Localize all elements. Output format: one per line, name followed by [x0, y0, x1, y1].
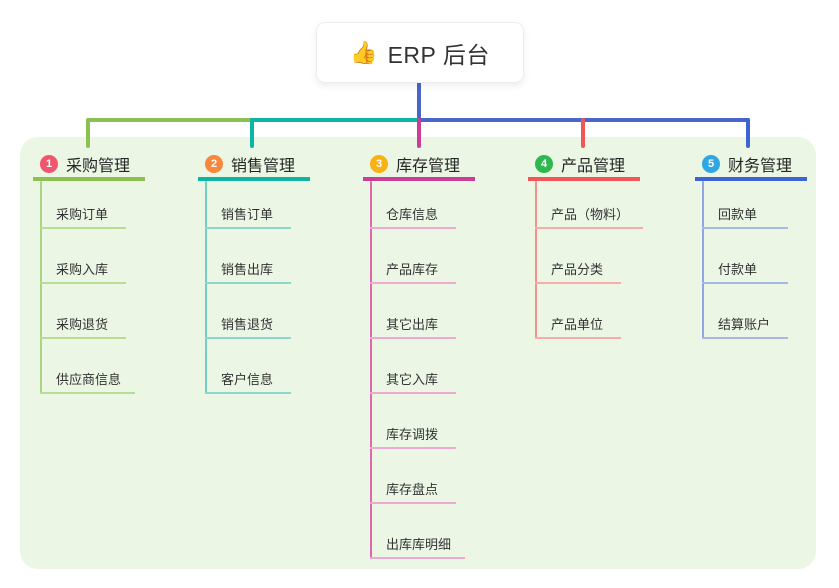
spread-line-left-green: [86, 118, 254, 122]
branch-vertical-line: [370, 181, 372, 559]
branch-item[interactable]: 采购订单: [40, 207, 126, 229]
branch-label: 销售管理: [231, 157, 296, 175]
branch-item[interactable]: 库存盘点: [370, 482, 456, 504]
spread-line-mid-teal: [250, 118, 421, 122]
branch-item[interactable]: 库存调拨: [370, 427, 456, 449]
drop-line-branch-5: [746, 118, 750, 148]
branch-item[interactable]: 出库库明细: [370, 537, 466, 559]
branch-heading[interactable]: 3 库存管理: [363, 150, 476, 181]
branch-item[interactable]: 回款单: [702, 207, 788, 229]
branch-item[interactable]: 采购入库: [40, 262, 126, 284]
branch-item[interactable]: 结算账户: [702, 317, 788, 339]
drop-line-branch-3: [417, 118, 421, 148]
root-node[interactable]: 👍 ERP 后台: [316, 22, 524, 83]
branch-heading[interactable]: 5 财务管理: [695, 150, 808, 181]
branch-vertical-line: [40, 181, 42, 394]
thumbs-up-icon: 👍: [350, 39, 378, 65]
branch-number-badge: 2: [205, 154, 223, 173]
branch-vertical-line: [205, 181, 207, 394]
branches-panel: [20, 137, 816, 569]
branch-number-badge: 4: [535, 154, 553, 173]
branch-label: 财务管理: [728, 157, 793, 175]
branch-label: 产品管理: [561, 157, 626, 175]
branch-heading[interactable]: 1 采购管理: [33, 150, 146, 181]
drop-line-branch-2: [250, 118, 254, 148]
branch-label: 采购管理: [66, 157, 131, 175]
branch-item[interactable]: 产品分类: [535, 262, 621, 284]
branch-vertical-line: [535, 181, 537, 339]
branch-item[interactable]: 采购退货: [40, 317, 126, 339]
branch-item[interactable]: 供应商信息: [40, 372, 136, 394]
root-title: ERP 后台: [387, 41, 490, 68]
branch-number-badge: 5: [702, 154, 720, 173]
root-connector-line: [417, 82, 421, 122]
branch-item[interactable]: 销售退货: [205, 317, 291, 339]
branch-item[interactable]: 产品库存: [370, 262, 456, 284]
drop-line-branch-4: [581, 118, 585, 148]
branch-item[interactable]: 其它出库: [370, 317, 456, 339]
branch-item[interactable]: 付款单: [702, 262, 788, 284]
branch-label: 库存管理: [396, 157, 461, 175]
drop-line-branch-1: [86, 118, 90, 148]
branch-item[interactable]: 仓库信息: [370, 207, 456, 229]
branch-number-badge: 3: [370, 154, 388, 173]
branch-heading[interactable]: 4 产品管理: [528, 150, 641, 181]
branch-heading[interactable]: 2 销售管理: [198, 150, 311, 181]
branch-number-badge: 1: [40, 154, 58, 173]
branch-vertical-line: [702, 181, 704, 339]
branch-item[interactable]: 销售出库: [205, 262, 291, 284]
branch-item[interactable]: 客户信息: [205, 372, 291, 394]
branch-item[interactable]: 产品单位: [535, 317, 621, 339]
branch-item[interactable]: 其它入库: [370, 372, 456, 394]
branch-item[interactable]: 销售订单: [205, 207, 291, 229]
branch-item[interactable]: 产品（物料）: [535, 207, 644, 229]
